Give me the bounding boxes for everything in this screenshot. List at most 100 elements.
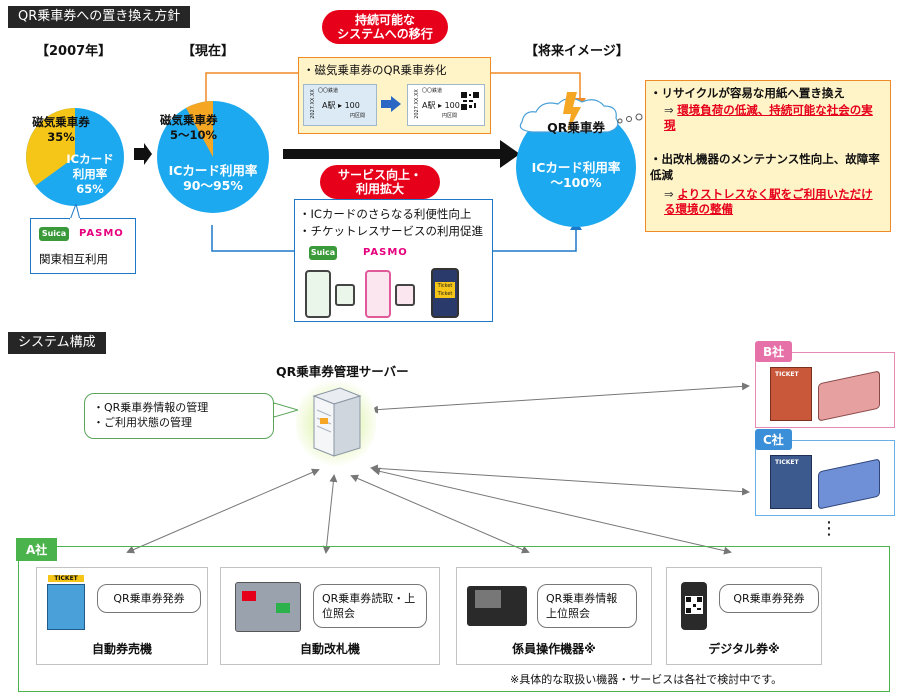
dot-3 (635, 113, 643, 121)
smartphone-green-icon (305, 270, 331, 318)
company-b-label: B社 (755, 341, 793, 362)
qr-ticket-fare: 円区間 (442, 113, 458, 119)
benefit-2-result: よりストレスなく駅をご利用いただける環境の整備 (664, 187, 873, 216)
mag-ticket-company: 〇〇鉄道 (318, 88, 339, 94)
service-suica-logo: Suica (309, 246, 337, 260)
blue-flow-line (211, 225, 296, 252)
pie-2007-mag-value: 35% (47, 130, 75, 144)
service-item-2: ・チケットレスサービスの利用促進 (299, 224, 483, 238)
qr-conversion-box: ・磁気乗車券のQR乗車券化 2027.XX.XX 〇〇鉄道 A駅 ▸ 100 円… (298, 57, 491, 134)
link-to-b (370, 382, 750, 414)
staff-terminal-function: QR乗車券情報上位照会 (537, 584, 637, 628)
main-arrow-head (500, 140, 520, 168)
benefit-1-result: 環境負荷の低減、持続可能な社会の実現 (664, 103, 873, 132)
company-c-box: C社 TICKET (755, 429, 895, 516)
ticket-gate-function: QR乗車券読取・上位照会 (313, 584, 427, 628)
mag-ticket-station: A駅 ▸ 100 (322, 101, 360, 110)
pasmo-logo: PASMO (79, 228, 124, 239)
dot-2 (626, 116, 632, 122)
company-b-ticket-machine-icon: TICKET (770, 367, 812, 421)
server-icon (312, 387, 362, 457)
ticket-machine-name: 自動券売機 (91, 642, 152, 656)
link-to-gate (322, 474, 338, 554)
mag-ticket-fare: 円区間 (350, 113, 366, 119)
cloud-shape (519, 97, 619, 133)
pie-future-ic-name: ICカード利用率 (531, 160, 621, 175)
company-b-gate-icon (818, 370, 880, 422)
pie-now-ic-label: ICカード利用率 90～95% (165, 163, 261, 193)
pie-future-title: QR乗車券 (547, 120, 605, 135)
server-note-1: ・QR乗車券情報の管理 (93, 401, 209, 414)
service-box: ・ICカードのさらなる利便性向上 ・チケットレスサービスの利用促進 Suica … (294, 199, 493, 322)
pie-2007-ic-label: ICカード 利用率 65% (58, 152, 122, 197)
pie-future-ic-value: ～100% (550, 175, 602, 190)
staff-terminal-name: 係員操作機器※ (512, 642, 596, 656)
policy-header: QR乗車券への置き換え方針 (8, 6, 191, 28)
benefit-2-text: ・出改札機器のメンテナンス性向上、故障率低減 (650, 152, 880, 182)
company-b-box: B社 TICKET (755, 341, 895, 428)
system-connections (126, 382, 750, 555)
more-companies-ellipsis: ⋮ (820, 518, 838, 539)
company-c-gate-icon (818, 458, 880, 510)
qr-conversion-text: ・磁気乗車券のQR乗車券化 (303, 63, 447, 77)
pie-now-magnetic (186, 100, 213, 157)
service-pill-1: サービス向上・ (337, 168, 422, 182)
small-arrow (134, 143, 152, 165)
link-to-staff-device (350, 474, 530, 554)
dot-1 (617, 118, 623, 124)
pie-future-ic (516, 107, 636, 227)
smartphone-ticketless-icon: Ticket Ticket (431, 268, 459, 318)
pie-2007-ic-name-1: ICカード (66, 152, 114, 166)
pie-now-ic-value: 90～95% (183, 178, 243, 193)
callout-pointer (69, 204, 81, 220)
company-a-label: A社 (16, 538, 58, 561)
benefits-box: ・リサイクルが容易な用紙へ置き換え ⇒ 環境負荷の低減、持続可能な社会の実現 ・… (645, 80, 891, 232)
device-digital-ticket: QR乗車券発券 デジタル券※ (666, 567, 822, 665)
company-c-label: C社 (755, 429, 792, 450)
sustainable-pill: 持続可能な システムへの移行 (322, 10, 448, 44)
suica-logo: Suica (39, 227, 69, 241)
ticket-gate-icon (235, 582, 301, 632)
smartwatch-green-icon (335, 284, 355, 306)
service-item-1: ・ICカードのさらなる利便性向上 (299, 207, 472, 221)
orange-flow-line-2 (490, 72, 581, 100)
benefit-1-arrow: ⇒ (664, 103, 674, 117)
pie-now-mag-value: 5～10% (170, 128, 218, 142)
company-c-ticket-sign: TICKET (775, 459, 799, 466)
device-ticket-gate: QR乗車券読取・上位照会 自動改札機 (220, 567, 440, 665)
orange-flow-line (205, 72, 300, 105)
period-future: 【将来イメージ】 (525, 44, 629, 59)
ticketless-screen-text: Ticket Ticket (435, 282, 455, 298)
service-pasmo-logo: PASMO (363, 247, 408, 258)
main-arrow-shaft (283, 149, 501, 159)
qr-ticket-date: 2027.XX.XX (413, 89, 420, 119)
blue-flow-line-2 (492, 228, 577, 252)
period-now: 【現在】 (182, 44, 235, 59)
mutual-use-label: 関東相互利用 (39, 252, 108, 266)
benefit-2-result-row: ⇒ よりストレスなく駅をご利用いただける環境の整備 (664, 187, 874, 217)
company-b-ticket-sign: TICKET (775, 371, 799, 378)
qr-code-icon (460, 91, 480, 111)
server-note-2: ・ご利用状態の管理 (93, 416, 192, 429)
staff-terminal-icon (467, 586, 527, 626)
ticket-gate-name: 自動改札機 (299, 642, 360, 656)
pie-2007-ic-name-2: 利用率 (72, 167, 108, 181)
policy-flow-lines (26, 72, 643, 252)
benefit-2-arrow: ⇒ (664, 187, 674, 201)
link-to-c (370, 464, 750, 496)
service-pill: サービス向上・ 利用拡大 (320, 165, 440, 199)
staff-terminal-screen (475, 590, 501, 608)
link-to-ticket-machine (126, 468, 320, 554)
pie-now-mag-name: 磁気乗車券 (160, 113, 218, 127)
digital-qr-icon (685, 596, 703, 614)
mag-ticket-date: 2027.XX.XX (309, 89, 316, 119)
digital-ticket-name: デジタル券※ (708, 642, 780, 656)
company-c-ticket-machine-icon: TICKET (770, 455, 812, 509)
qr-ticket-station: A駅 ▸ 100 (422, 101, 460, 110)
gate-red-panel (242, 591, 256, 601)
pie-now-ic-name: ICカード利用率 (168, 163, 258, 178)
smartphone-pink-icon (365, 270, 391, 318)
mutual-use-box: Suica PASMO 関東相互利用 (30, 218, 136, 274)
server-notes: ・QR乗車券情報の管理 ・ご利用状態の管理 (84, 393, 274, 439)
qr-ticket-company: 〇〇鉄道 (422, 88, 443, 94)
